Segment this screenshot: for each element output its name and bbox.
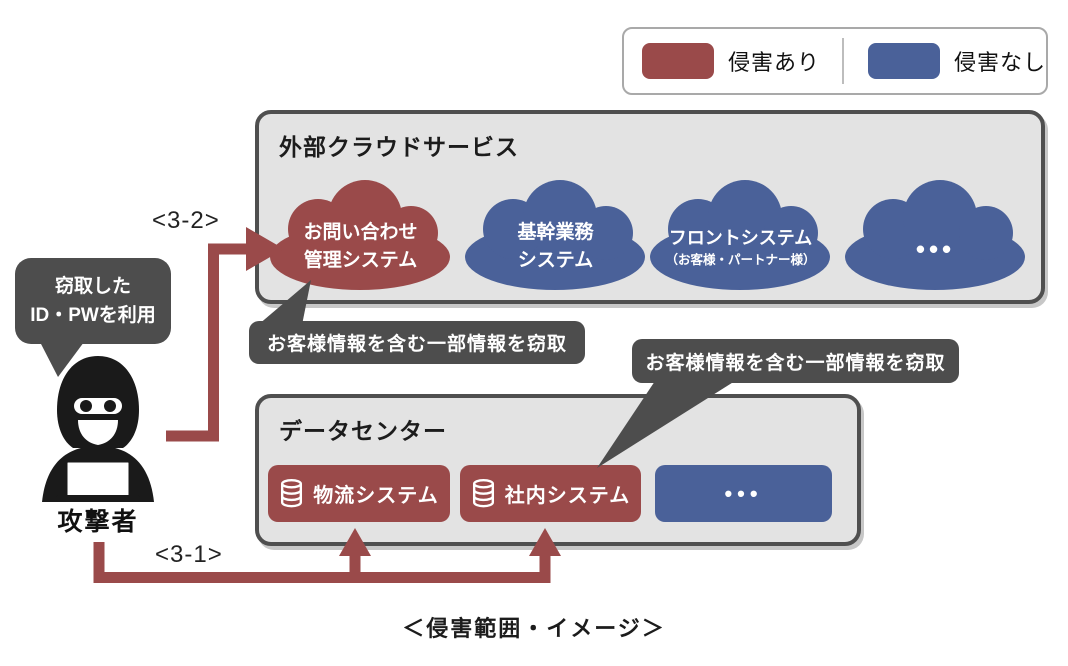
cloud-icon	[650, 180, 830, 290]
diagram-caption: ＜侵害範囲・イメージ＞	[402, 616, 666, 641]
attacker-hacker-icon	[42, 356, 154, 502]
legend-compromised-label: 侵害あり	[728, 50, 821, 75]
cloud-label: 基幹業務 システム	[517, 222, 594, 271]
legend: 侵害あり 侵害なし	[622, 27, 1048, 95]
cloud-label: フロントシステム （お客様・パートナー様）	[665, 227, 816, 267]
database-icon	[472, 479, 494, 508]
legend-safe-swatch	[868, 43, 940, 79]
cloud-inquiry-management-system: お問い合わせ 管理システム	[268, 179, 453, 291]
cloud-other-systems: •••	[843, 179, 1028, 291]
attacker-label: 攻撃者	[57, 508, 139, 536]
legend-safe-label: 侵害なし	[954, 50, 1047, 75]
legend-divider	[842, 38, 844, 84]
cloud-front-system: フロントシステム （お客様・パートナー様）	[648, 179, 833, 291]
legend-compromised-swatch	[642, 43, 714, 79]
cloud-section-title: 外部クラウドサービス	[279, 134, 519, 160]
cloud-icon	[270, 180, 450, 290]
system-label: 社内システム	[504, 485, 631, 507]
system-box-other: •••	[655, 465, 832, 522]
callout-datacenter-data-theft: お客様情報を含む一部情報を窃取	[632, 339, 959, 383]
system-label: 物流システム	[313, 485, 439, 507]
step-label-3-2: <3-2>	[152, 207, 220, 234]
system-label: •••	[724, 480, 763, 506]
system-box-logistics: 物流システム	[268, 465, 450, 522]
stolen-credentials-bubble: 窃取した ID・PWを利用	[15, 258, 171, 344]
cloud-core-business-system: 基幹業務 システム	[463, 179, 648, 291]
attack-arrow-3-2-line	[166, 243, 248, 442]
cloud-icon	[465, 180, 645, 290]
database-icon	[281, 479, 303, 508]
callout-cloud-data-theft: お客様情報を含む一部情報を窃取	[249, 321, 585, 364]
datacenter-section-title: データセンター	[279, 418, 447, 444]
cloud-icon	[845, 180, 1025, 290]
cloud-label: •••	[915, 234, 956, 265]
cloud-label: お問い合わせ 管理システム	[303, 222, 418, 271]
step-label-3-1: <3-1>	[155, 541, 223, 568]
system-box-internal: 社内システム	[460, 465, 641, 522]
